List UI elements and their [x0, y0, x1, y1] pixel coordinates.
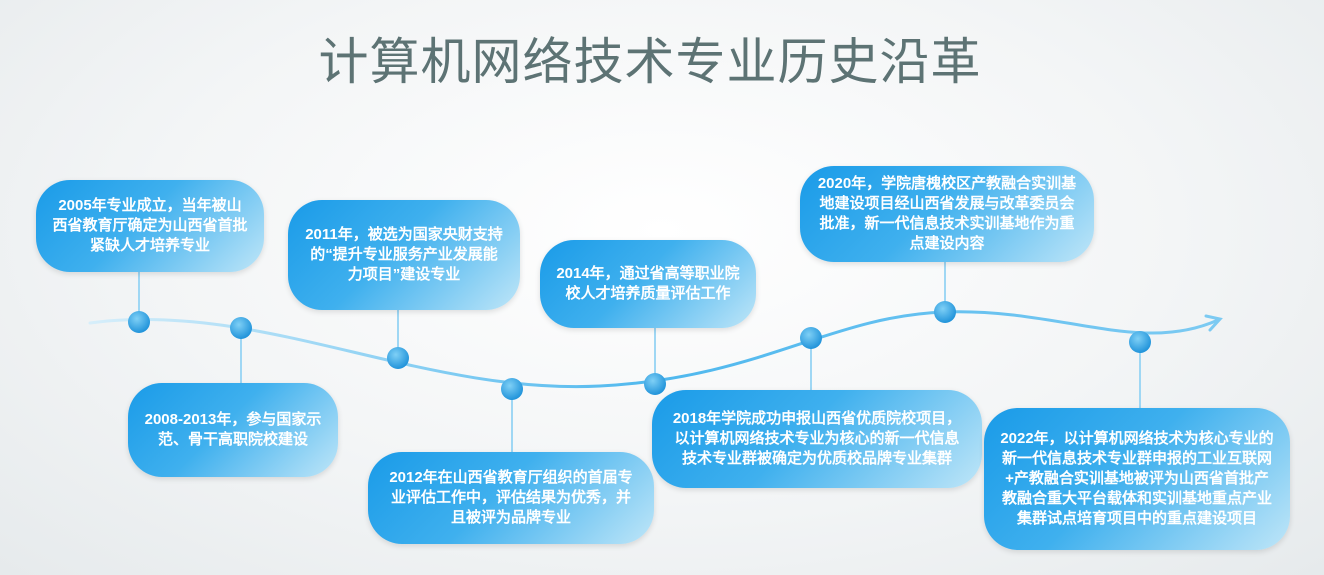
timeline-dot — [387, 347, 409, 369]
event-2014: 2014年，通过省高等职业院校人才培养质量评估工作 — [540, 240, 756, 328]
event-2008-2013: 2008-2013年，参与国家示范、骨干高职院校建设 — [128, 383, 338, 477]
event-2005: 2005年专业成立，当年被山西省教育厅确定为山西省首批紧缺人才培养专业 — [36, 180, 264, 272]
timeline-dot — [800, 327, 822, 349]
page-title: 计算机网络技术专业历史沿革 — [318, 33, 982, 91]
event-2012-text: 2012年在山西省教育厅组织的首届专业评估工作中，评估结果为优秀，并且被评为品牌… — [389, 469, 633, 526]
timeline-curve — [88, 310, 1220, 389]
event-2005-text: 2005年专业成立，当年被山西省教育厅确定为山西省首批紧缺人才培养专业 — [52, 197, 248, 254]
event-2018: 2018年学院成功申报山西省优质院校项目，以计算机网络技术专业为核心的新一代信息… — [652, 390, 982, 488]
event-2014-text: 2014年，通过省高等职业院校人才培养质量评估工作 — [556, 265, 740, 302]
event-2020-text: 2020年，学院唐槐校区产教融合实训基地建设项目经山西省发展与改革委员会批准，新… — [817, 175, 1077, 252]
timeline-dot — [230, 317, 252, 339]
timeline-dot — [644, 373, 666, 395]
event-2022-text: 2022年，以计算机网络技术为核心专业的新一代信息技术专业群申报的工业互联网+产… — [1000, 430, 1274, 527]
event-2020: 2020年，学院唐槐校区产教融合实训基地建设项目经山西省发展与改革委员会批准，新… — [800, 166, 1094, 262]
timeline-dot — [128, 311, 150, 333]
event-2011: 2011年，被选为国家央财支持的“提升专业服务产业发展能力项目”建设专业 — [288, 200, 520, 310]
event-2011-text: 2011年，被选为国家央财支持的“提升专业服务产业发展能力项目”建设专业 — [305, 226, 503, 283]
timeline-dot — [501, 378, 523, 400]
event-2018-text: 2018年学院成功申报山西省优质院校项目，以计算机网络技术专业为核心的新一代信息… — [672, 410, 962, 467]
event-2012: 2012年在山西省教育厅组织的首届专业评估工作中，评估结果为优秀，并且被评为品牌… — [368, 452, 654, 544]
arrow-head-icon — [1204, 314, 1223, 332]
event-2022: 2022年，以计算机网络技术为核心专业的新一代信息技术专业群申报的工业互联网+产… — [984, 408, 1290, 550]
event-2008-2013-text: 2008-2013年，参与国家示范、骨干高职院校建设 — [144, 411, 322, 448]
timeline-dot — [934, 301, 956, 323]
timeline-dot — [1129, 331, 1151, 353]
